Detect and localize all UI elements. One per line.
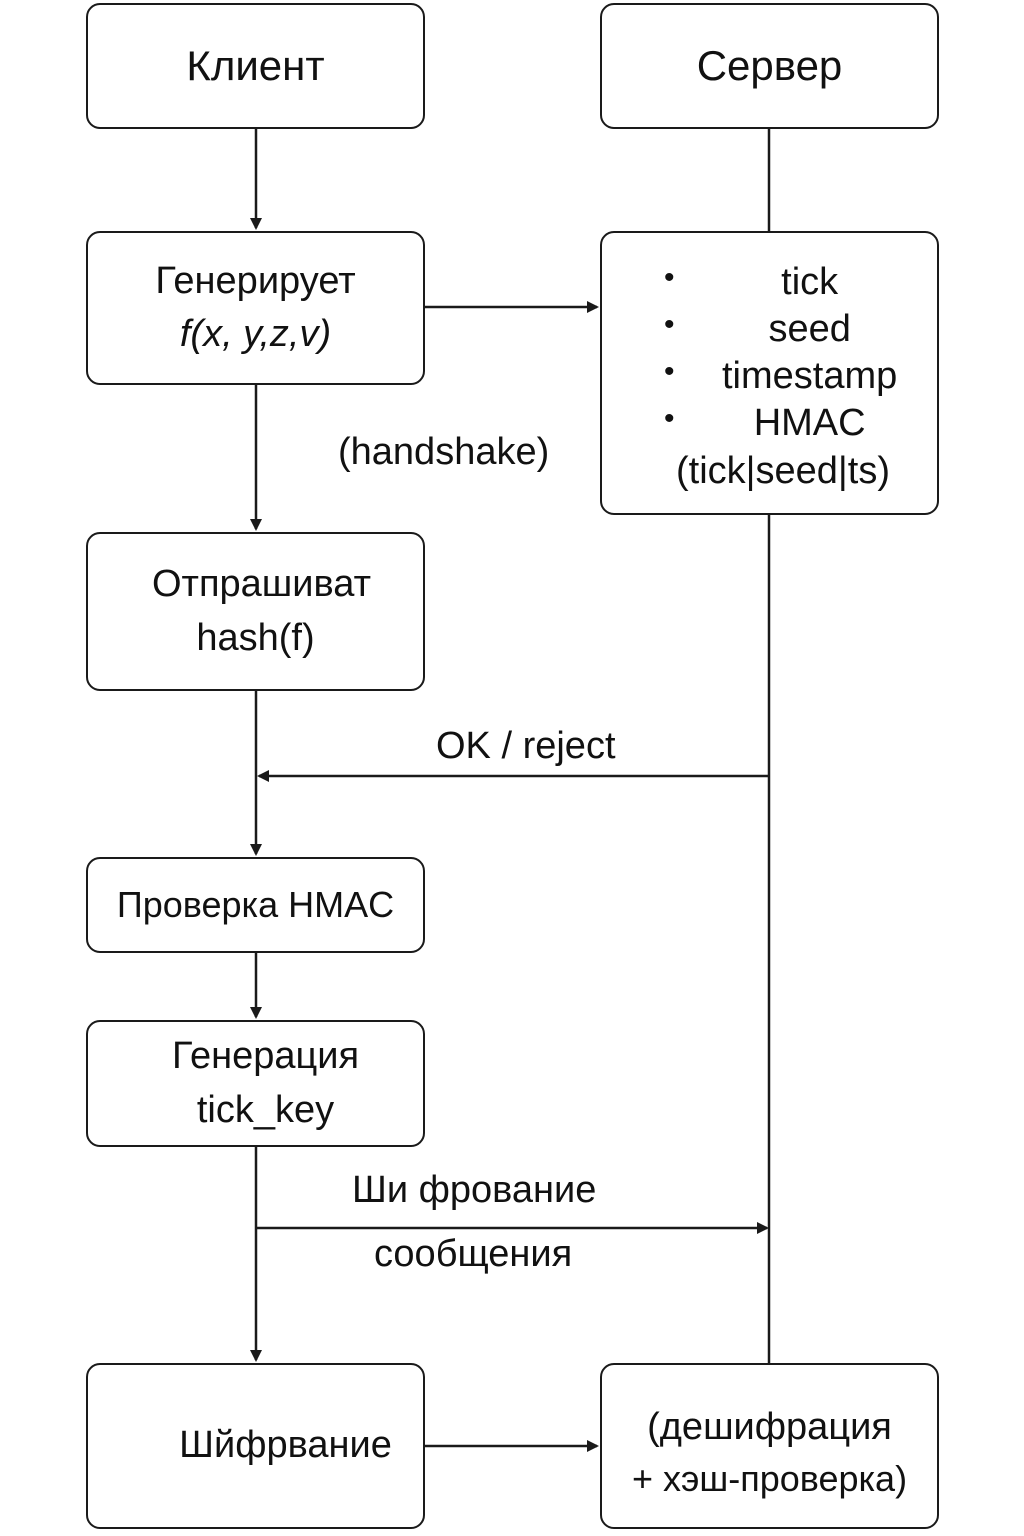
handshake-label: (handshake) bbox=[338, 431, 550, 473]
generate-f-formula: f(x, y,z,v) bbox=[179, 313, 332, 355]
encrypt-message-label-line2: сообщения bbox=[374, 1233, 573, 1275]
encrypt-message-label-line1: Ши фрование bbox=[352, 1169, 597, 1211]
send-hash-box: Отпрашиват hash(f) bbox=[86, 532, 425, 691]
encrypt-box: Шйфрвание bbox=[86, 1363, 425, 1529]
gen-tick-key-title: Генерация bbox=[171, 1035, 360, 1078]
encrypt-box-label: Шйфрвание bbox=[179, 1424, 392, 1467]
payload-item-timestamp: timestamp bbox=[602, 353, 897, 400]
payload-item-tick: tick bbox=[602, 259, 897, 306]
payload-item-hmac: HMAC bbox=[602, 400, 897, 447]
send-hash-formula: hash(f) bbox=[196, 616, 315, 659]
payload-item-seed: seed bbox=[602, 306, 897, 353]
server-decrypt-box: (дешифрация + хэш-проверка) bbox=[600, 1363, 939, 1529]
gen-tick-key-name: tick_key bbox=[196, 1088, 335, 1131]
send-hash-title: Отпрашиват bbox=[152, 563, 371, 606]
generate-f-title: Генерирует bbox=[155, 259, 356, 302]
server-title: Сервер bbox=[696, 41, 843, 89]
payload-hmac-args: (tick|seed|ts) bbox=[676, 450, 891, 493]
server-box: Сервер bbox=[600, 3, 939, 129]
verify-hmac-box: Проверка HMAC bbox=[86, 857, 425, 953]
verify-hmac-label: Проверка HMAC bbox=[116, 883, 395, 925]
server-payload-box: tick seed timestamp HMAC (tick|seed|ts) bbox=[600, 231, 939, 515]
server-decrypt-line2: + хэш-проверка) bbox=[631, 1458, 908, 1500]
server-decrypt-line1: (дешифрация bbox=[647, 1406, 892, 1448]
client-title: Клиент bbox=[186, 41, 325, 89]
generate-f-box: Генерирует f(x, y,z,v) bbox=[86, 231, 425, 385]
client-box: Клиент bbox=[86, 3, 425, 129]
gen-tick-key-box: Генерация tick_key bbox=[86, 1020, 425, 1147]
ok-reject-label: OK / reject bbox=[436, 725, 616, 767]
server-payload-list: tick seed timestamp HMAC bbox=[602, 259, 897, 447]
